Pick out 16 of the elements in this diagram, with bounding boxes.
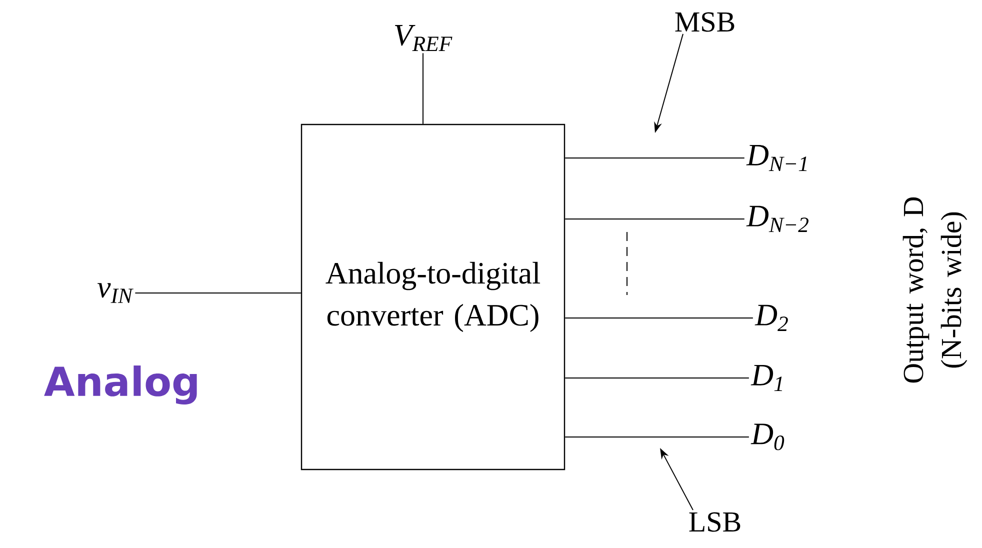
signal-label: D$_{N−1}$ bbox=[746, 144, 807, 172]
signal-line bbox=[564, 218, 745, 220]
handwritten-note: Analog bbox=[44, 366, 197, 404]
axis-caption: Output word, D (N-bits wide) bbox=[902, 197, 968, 383]
signal-label: D$_{1}$ bbox=[750, 364, 782, 392]
bit-label: LSB bbox=[689, 512, 740, 532]
signal-line bbox=[422, 52, 424, 124]
signal-label: v$_{IN}$ bbox=[97, 283, 134, 303]
signal-label: D$_{0}$ bbox=[750, 424, 784, 450]
signal-label: V$_{REF}$ bbox=[395, 25, 452, 51]
signal-label: D$_{2}$ bbox=[754, 304, 788, 332]
bit-label: MSB bbox=[675, 12, 734, 32]
converter-box: Analog-to-digital converter (ADC) bbox=[300, 124, 566, 470]
signal-label: D$_{N−2}$ bbox=[746, 206, 808, 232]
signal-line bbox=[564, 436, 750, 438]
signal-line bbox=[134, 292, 302, 294]
